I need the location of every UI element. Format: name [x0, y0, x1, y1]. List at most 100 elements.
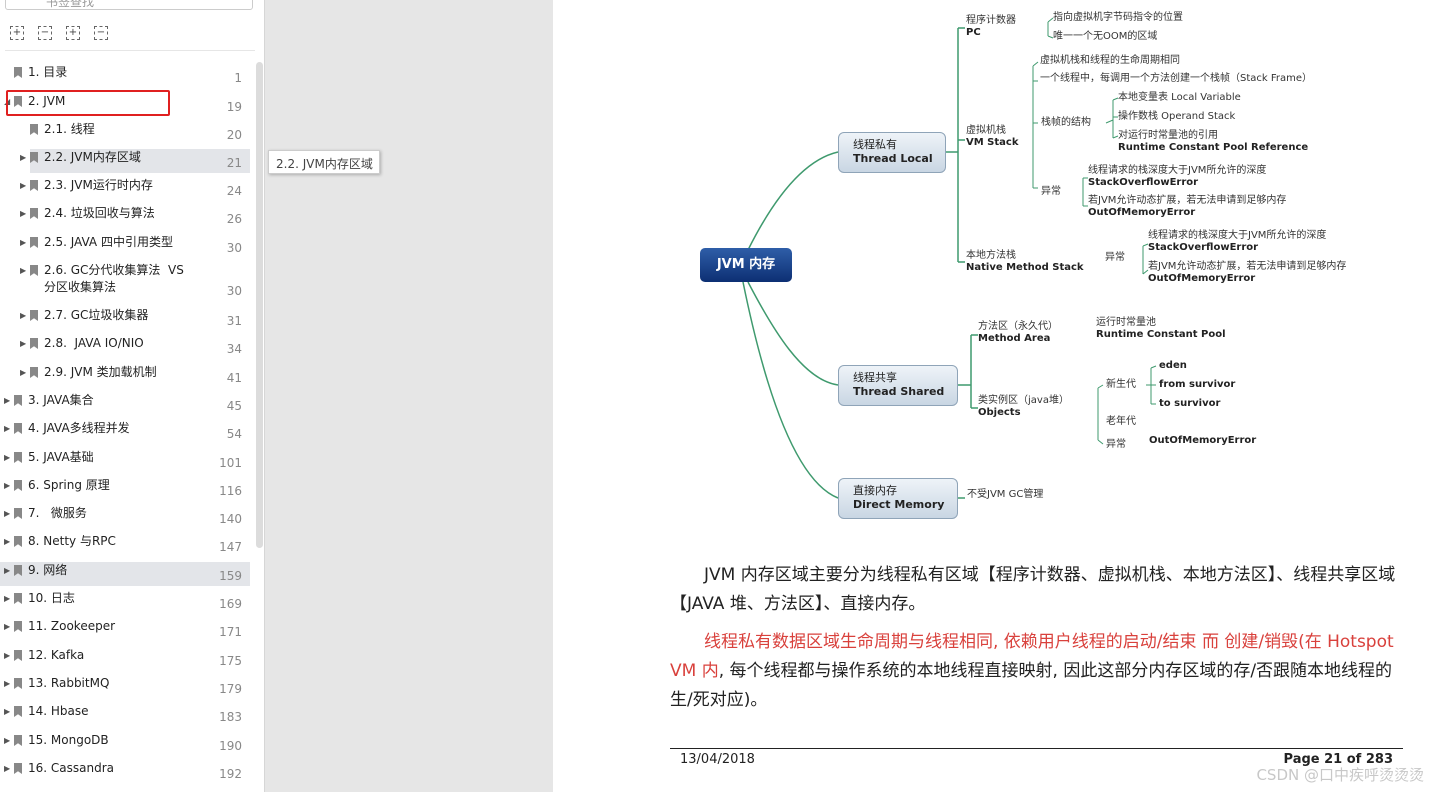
vmstack-line: 虚拟机栈和线程的生命周期相同 — [1040, 55, 1180, 66]
caret-right-icon[interactable]: ▶ — [20, 311, 27, 320]
caret-right-icon[interactable]: ▶ — [4, 594, 11, 603]
caret-right-icon[interactable]: ▶ — [4, 481, 11, 490]
caret-right-icon[interactable]: ▶ — [4, 736, 11, 745]
node-cn: 线程共享 — [853, 371, 897, 384]
bookmark-page: 19 — [226, 100, 242, 114]
oom: OutOfMemoryError — [1149, 435, 1257, 446]
bookmark-page: 34 — [226, 342, 242, 356]
bookmark-icon — [14, 650, 22, 661]
bookmark-label: 2.8. JAVA IO/NIO — [44, 336, 144, 350]
bookmark-label: 2.4. 垃圾回收与算法 — [44, 206, 155, 220]
bookmark-page: 175 — [219, 654, 242, 668]
bookmark-label: 7. 微服务 — [28, 506, 87, 520]
node-en: Thread Local — [853, 152, 933, 165]
caret-right-icon[interactable]: ▶ — [20, 368, 27, 377]
bookmark-page: 171 — [219, 625, 242, 639]
caret-right-icon[interactable]: ▶ — [20, 339, 27, 348]
caret-right-icon[interactable]: ▶ — [20, 266, 27, 275]
bookmark-label: 11. Zookeeper — [28, 619, 116, 633]
caret-right-icon[interactable]: ▶ — [4, 566, 11, 575]
bookmark-item[interactable]: ▶ 2.8. JAVA IO/NIO 34 — [0, 335, 250, 359]
caret-right-icon[interactable]: ▶ — [20, 181, 27, 190]
add-bookmark-icon[interactable]: + — [66, 26, 80, 40]
caret-right-icon[interactable]: ▶ — [4, 396, 11, 405]
bookmark-label: 6. Spring 原理 — [28, 478, 110, 492]
caret-right-icon[interactable]: ▶ — [4, 651, 11, 660]
caret-right-icon[interactable]: ▶ — [20, 153, 27, 162]
bookmark-page: 41 — [226, 371, 242, 385]
bookmark-label: 2.9. JVM 类加载机制 — [44, 365, 157, 379]
bookmark-item[interactable]: ▶ 2.9. JVM 类加载机制 41 — [0, 364, 250, 388]
bookmark-page: 179 — [219, 682, 242, 696]
bookmark-icon — [14, 593, 22, 604]
caret-right-icon[interactable]: ▶ — [20, 209, 27, 218]
caret-right-icon[interactable]: ▶ — [4, 622, 11, 631]
bookmark-label: 16. Cassandra — [28, 761, 114, 775]
bookmark-icon — [30, 310, 38, 321]
caret-right-icon[interactable]: ▶ — [4, 453, 11, 462]
pc-line: 指向虚拟机字节码指令的位置 — [1053, 12, 1183, 23]
sidebar-scrollbar[interactable] — [256, 62, 263, 548]
divider — [5, 50, 255, 51]
caret-right-icon[interactable]: ▶ — [4, 764, 11, 773]
bookmark-icon — [14, 706, 22, 717]
bookmark-icon — [14, 480, 22, 491]
tooltip: 2.2. JVM内存区域 — [268, 150, 380, 174]
collapse-all-icon[interactable]: − — [38, 26, 52, 40]
caret-right-icon[interactable]: ▶ — [4, 707, 11, 716]
bookmark-label: 9. 网络 — [28, 563, 68, 577]
bookmark-icon — [30, 124, 38, 135]
bookmark-icon — [30, 265, 38, 276]
bookmark-item[interactable]: ▶ 11. Zookeeper 171 — [0, 618, 250, 642]
caret-right-icon[interactable]: ▶ — [4, 424, 11, 433]
caret-right-icon[interactable]: ▶ — [4, 537, 11, 546]
remove-bookmark-icon[interactable]: − — [94, 26, 108, 40]
bookmark-icon — [30, 208, 38, 219]
expand-all-icon[interactable]: + — [10, 26, 24, 40]
bookmark-page: 45 — [226, 399, 242, 413]
paragraph: JVM 内存区域主要分为线程私有区域【程序计数器、虚拟机栈、本地方法区】、线程共… — [670, 565, 1396, 614]
bookmark-label: 15. MongoDB — [28, 733, 109, 747]
bookmark-icon — [14, 508, 22, 519]
bookmark-label: 14. Hbase — [28, 704, 89, 718]
bookmark-icon — [14, 735, 22, 746]
old-gen: 老年代 — [1106, 416, 1136, 427]
method-area-label: 方法区（永久代）Method Area — [978, 321, 1058, 344]
bookmark-icon — [30, 237, 38, 248]
bookmark-page: 190 — [219, 739, 242, 753]
bookmark-label: 5. JAVA基础 — [28, 450, 94, 464]
bookmark-search-input[interactable]: 书签查找 — [5, 0, 253, 10]
caret-right-icon[interactable]: ▶ — [20, 238, 27, 247]
bookmark-item[interactable]: ▶ 15. MongoDB 190 — [0, 732, 250, 756]
caret-right-icon[interactable]: ▶ — [4, 509, 11, 518]
caret-right-icon[interactable]: ▶ — [4, 679, 11, 688]
bookmark-icon — [14, 96, 22, 107]
